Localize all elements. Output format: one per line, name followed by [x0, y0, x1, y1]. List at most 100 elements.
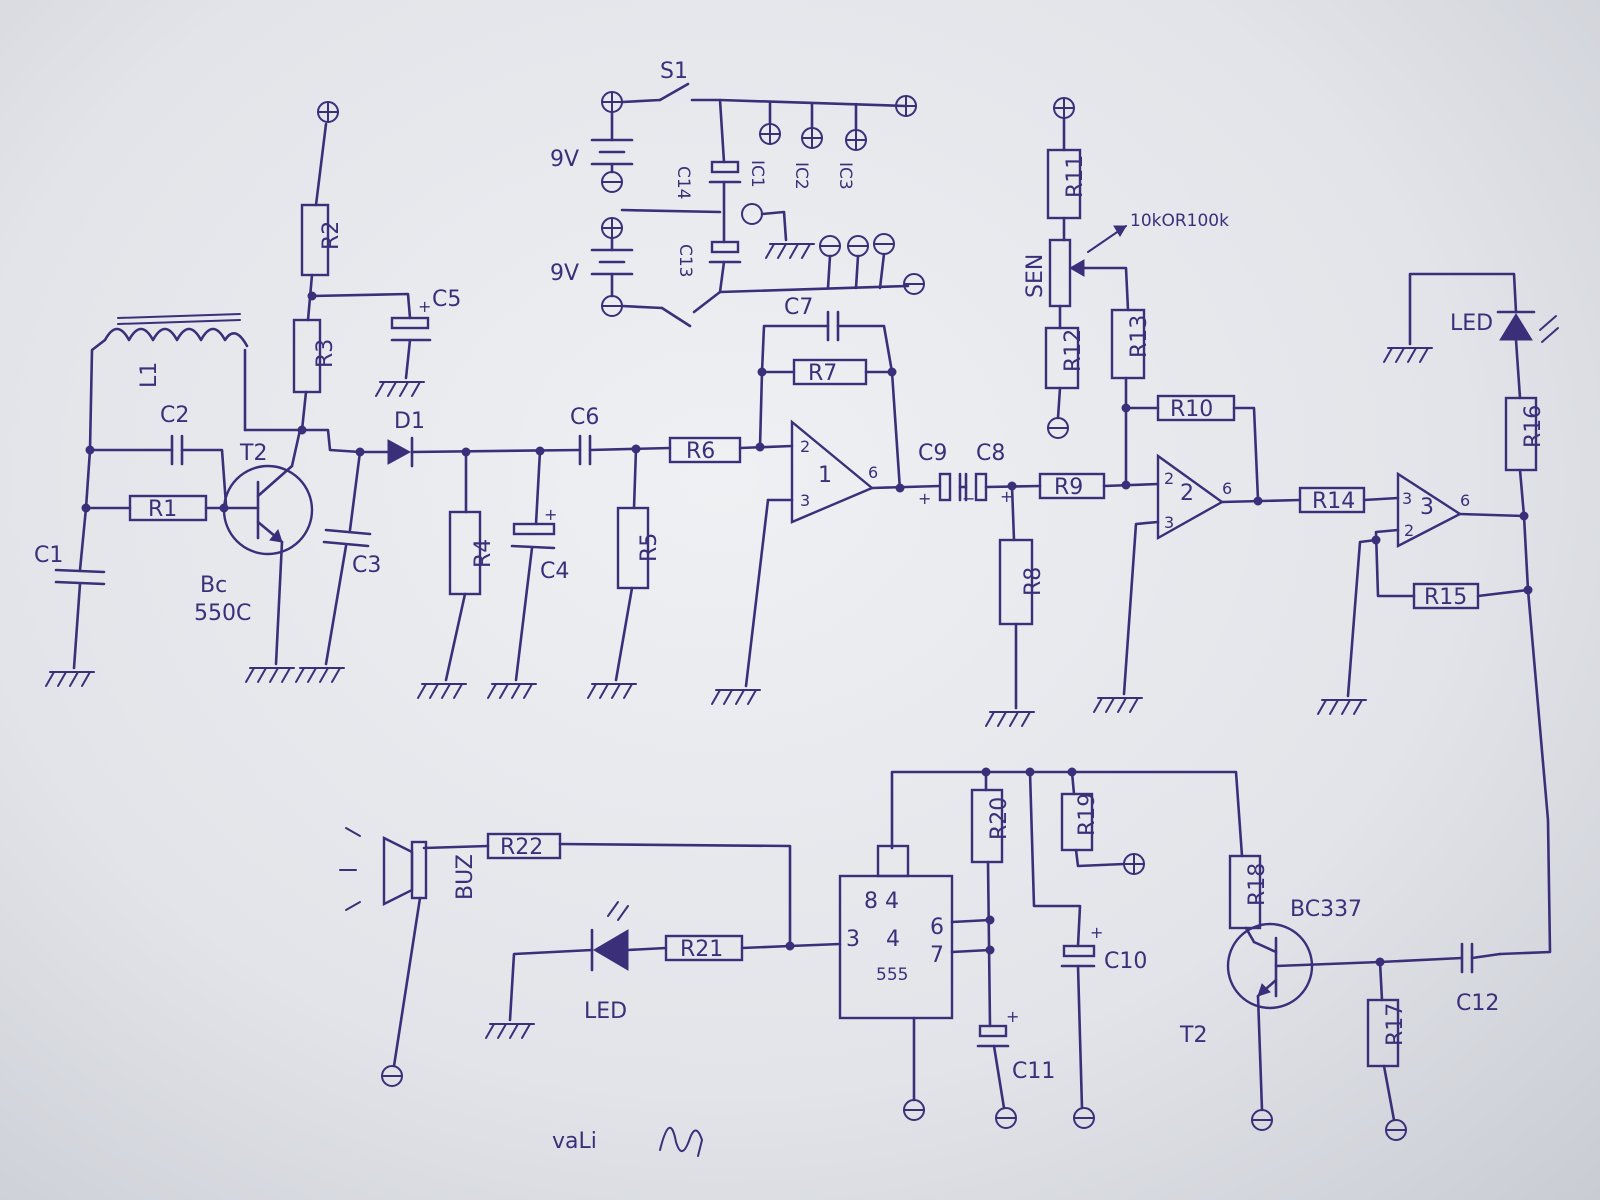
label-c6: C6 — [570, 405, 599, 430]
alarm-section: 8 4 3 6 7 4 555 R20 + C11 R19 + C10 — [339, 767, 1502, 1157]
svg-text:3: 3 — [1420, 495, 1434, 520]
label-t2-bc337-part: BC337 — [1290, 897, 1362, 922]
svg-text:6: 6 — [930, 915, 944, 940]
svg-text:+: + — [418, 297, 431, 316]
svg-text:+: + — [1006, 1007, 1019, 1026]
timer-555 — [838, 874, 954, 1020]
label-t2-osc: T2 — [239, 441, 267, 466]
gnd-terminal-t2-bc337 — [1251, 1109, 1273, 1131]
gnd-terminal-r12 — [1047, 417, 1069, 439]
label-c14: C14 — [673, 166, 693, 200]
svg-text:2: 2 — [1164, 469, 1174, 488]
label-s1: S1 — [660, 59, 688, 84]
label-c13: C13 — [675, 244, 695, 278]
label-r7: R7 — [808, 361, 837, 386]
label-r4: R4 — [471, 539, 496, 568]
led-2 — [593, 929, 629, 971]
label-ic2: IC2 — [791, 162, 811, 190]
opamp-1 — [790, 419, 875, 524]
label-t2-osc-part-1: Bc — [200, 573, 227, 598]
gnd-terminal-c11 — [995, 1107, 1017, 1129]
opamp-3-section: R14 3 2 6 3 R15 R16 LED — [1298, 272, 1559, 956]
label-c12: C12 — [1456, 991, 1499, 1016]
opamp-3 — [1396, 471, 1463, 548]
svg-text:2: 2 — [1180, 481, 1194, 506]
coil-l1 — [103, 327, 249, 348]
label-battery-1: 9V — [550, 147, 579, 172]
oscillator-section: L1 C2 R1 C1 T2 — [34, 101, 672, 699]
opamp-2-section: R9 2 3 6 2 R10 R13 R11 SEN 10kO — [1023, 97, 1302, 713]
label-r13: R13 — [1127, 315, 1152, 358]
svg-text:3: 3 — [800, 491, 810, 510]
label-r5: R5 — [637, 533, 662, 562]
svg-text:3: 3 — [1402, 489, 1412, 508]
label-r8: R8 — [1021, 567, 1046, 596]
label-c2: C2 — [160, 403, 189, 428]
battery-1-plus — [601, 91, 623, 113]
label-c5: C5 — [432, 287, 461, 312]
label-led-1: LED — [1450, 311, 1493, 336]
label-r11: R11 — [1063, 155, 1088, 198]
label-c8: C8 — [976, 441, 1005, 466]
svg-text:7: 7 — [930, 943, 944, 968]
label-c4: C4 — [540, 559, 569, 584]
signature-scribble — [659, 1127, 704, 1157]
label-ic1: IC1 — [747, 160, 767, 188]
vcc-rail-terminal — [895, 95, 917, 117]
buzzer — [410, 840, 428, 900]
label-r3: R3 — [313, 339, 338, 368]
led-1 — [1499, 313, 1533, 341]
label-r20: R20 — [987, 797, 1012, 840]
opamp-1-section: R6 2 3 6 1 R7 C7 + C9 − + C8 — [668, 295, 1046, 727]
label-c7: C7 — [784, 295, 813, 320]
svg-text:+: + — [1000, 487, 1013, 506]
svg-text:6: 6 — [868, 463, 878, 482]
gnd-rail-terminal — [903, 273, 925, 295]
label-r9: R9 — [1054, 475, 1083, 500]
label-ic3: IC3 — [835, 162, 855, 190]
label-r15: R15 — [1424, 585, 1467, 610]
svg-text:2: 2 — [800, 437, 810, 456]
label-c9: C9 — [918, 441, 947, 466]
label-c1: C1 — [34, 543, 63, 568]
label-r17: R17 — [1383, 1003, 1408, 1046]
label-r6: R6 — [686, 439, 715, 464]
signature: vaLi — [552, 1129, 597, 1154]
svg-text:8 4: 8 4 — [864, 889, 899, 914]
label-r10: R10 — [1170, 397, 1213, 422]
transistor-t2-bc550c — [222, 464, 314, 556]
label-pot-note: 10kOR100k — [1130, 211, 1229, 231]
label-r14: R14 — [1312, 489, 1355, 514]
svg-text:1: 1 — [818, 463, 832, 488]
svg-text:4: 4 — [886, 927, 900, 952]
label-r21: R21 — [680, 937, 723, 962]
sensor-potentiometer — [1048, 238, 1072, 308]
svg-text:6: 6 — [1460, 491, 1470, 510]
gnd-terminal-buzzer — [381, 1065, 403, 1087]
label-r18: R18 — [1245, 863, 1270, 906]
svg-text:2: 2 — [1404, 521, 1414, 540]
gnd-terminal-555 — [903, 1099, 925, 1121]
label-c11: C11 — [1012, 1059, 1055, 1084]
label-led-2: LED — [584, 999, 627, 1024]
opamp-2 — [1156, 453, 1225, 541]
label-555: 555 — [876, 965, 908, 985]
gnd-terminal-c10 — [1073, 1107, 1095, 1129]
transistor-t2-bc337 — [1226, 922, 1314, 1010]
label-d1: D1 — [394, 409, 425, 434]
svg-text:3: 3 — [1164, 513, 1174, 532]
label-c3: C3 — [352, 553, 381, 578]
vcc-terminal-r2 — [317, 101, 339, 123]
power-supply-section: S1 9V 9V C14 C13 — [550, 59, 925, 328]
label-r1: R1 — [148, 497, 177, 522]
vcc-terminal-r19 — [1123, 853, 1145, 875]
svg-text:−: − — [962, 489, 975, 508]
svg-text:+: + — [544, 505, 557, 524]
label-battery-2: 9V — [550, 261, 579, 286]
resistor-r12 — [1044, 326, 1080, 390]
svg-text:+: + — [918, 489, 931, 508]
label-buzzer: BUZ — [453, 854, 478, 900]
label-c10: C10 — [1104, 949, 1147, 974]
svg-text:6: 6 — [1222, 479, 1232, 498]
label-r2: R2 — [319, 221, 344, 250]
